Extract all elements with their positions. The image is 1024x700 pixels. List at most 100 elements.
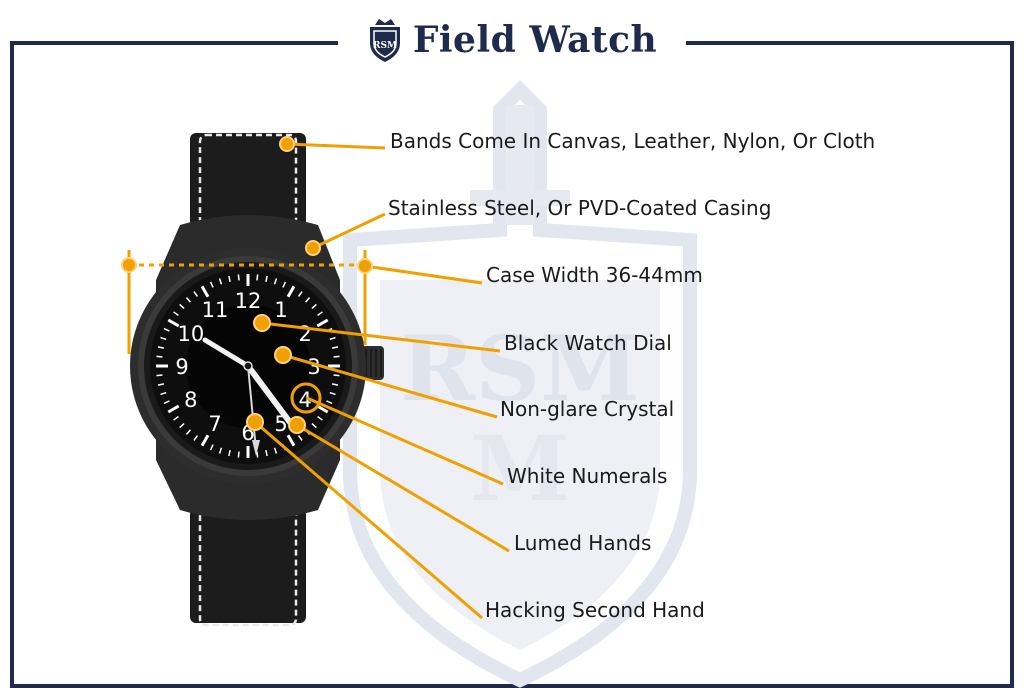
dial-tick: [209, 444, 214, 451]
callout-second-hand: Hacking Second Hand: [485, 598, 705, 622]
page-title: Field Watch: [412, 19, 658, 61]
dial-tick: [317, 415, 323, 421]
dial-tick: [173, 311, 179, 317]
dial-tick: [179, 422, 185, 429]
dial-tick: [273, 278, 278, 285]
dial-tick: [193, 435, 199, 441]
dial-tick: [286, 434, 296, 447]
dial-tick: [179, 303, 185, 310]
title-bar: RSM Field Watch: [362, 10, 662, 70]
center-cap: [243, 361, 253, 371]
dial-tick: [333, 374, 340, 377]
watermark-shield-icon: [343, 80, 697, 688]
dial-tick: [185, 429, 192, 435]
dial-tick: [317, 311, 323, 317]
dial-tick: [209, 281, 214, 288]
dial-numeral: 10: [177, 322, 204, 346]
dial-tick: [228, 449, 231, 457]
top-strap-stitch: [198, 133, 298, 232]
marker-casing: [305, 240, 321, 256]
dial-tick: [157, 383, 165, 386]
callout-numerals: White Numerals: [507, 464, 668, 488]
watermark-initials-bottom: M: [470, 416, 570, 522]
bottom-strap: [190, 485, 306, 623]
dial-tick: [265, 449, 268, 457]
marker-width-right: [357, 258, 373, 274]
minute-ticks: [156, 274, 340, 458]
dial-tick: [331, 383, 339, 386]
dial-tick: [156, 374, 163, 377]
dial-numeral: 7: [208, 412, 221, 436]
dial-tick: [163, 400, 170, 405]
dial-numeral: 12: [235, 289, 262, 313]
callout-casing: Stainless Steel, Or PVD-Coated Casing: [388, 196, 772, 220]
dial-tick: [228, 275, 231, 283]
dial-numeral: 3: [307, 355, 320, 379]
callout-dial: Black Watch Dial: [504, 331, 672, 355]
dial-tick: [286, 285, 296, 298]
dial-tick: [329, 391, 336, 396]
dial-tick: [297, 435, 303, 441]
dial-tick: [160, 391, 167, 396]
dial-tick: [173, 415, 179, 421]
dial-tick: [316, 318, 329, 328]
dial-tick: [304, 297, 311, 303]
callout-crystal: Non-glare Crystal: [500, 397, 675, 421]
dial-tick: [218, 447, 223, 454]
dial-tick: [316, 404, 329, 414]
dial-tick: [200, 434, 210, 447]
marker-numerals-ring: [290, 382, 322, 414]
dial-numeral: 9: [175, 355, 188, 379]
dial-tick: [273, 447, 278, 454]
dial-numeral: 4: [298, 388, 311, 412]
svg-text:RSM: RSM: [373, 41, 397, 51]
dial-tick: [237, 274, 240, 281]
minute-hand: [245, 363, 295, 428]
frame: [10, 41, 1014, 688]
dial-numeral: 11: [202, 298, 229, 322]
dial-tick: [265, 275, 268, 283]
dial-tick: [157, 346, 165, 349]
leader-lines: [254, 142, 510, 620]
marker-crystal: [274, 346, 292, 364]
marker-second-hand: [246, 413, 264, 431]
callout-case-width: Case Width 36-44mm: [486, 263, 703, 287]
second-hand: [247, 365, 257, 451]
dial-tick: [329, 336, 336, 341]
dial-tick: [256, 451, 259, 458]
dial-numeral: 2: [298, 322, 311, 346]
crown: [362, 346, 384, 380]
dial-tick: [160, 336, 167, 341]
dial-numeral: 8: [184, 388, 197, 412]
dial-tick: [256, 274, 259, 281]
dial-tick: [167, 404, 180, 414]
marker-width-left: [121, 257, 137, 273]
watermark-initials-top: RSM: [400, 316, 639, 422]
dial-tick: [237, 451, 240, 458]
dial-tick: [156, 355, 163, 358]
dial-tick: [331, 346, 339, 349]
marker-dots: [121, 136, 373, 434]
dial-tick: [185, 297, 192, 303]
dial-tick: [333, 355, 340, 358]
callout-bands: Bands Come In Canvas, Leather, Nylon, Or…: [390, 129, 876, 153]
dial-tick: [297, 291, 303, 297]
dial-tick: [311, 422, 317, 429]
dial-tick: [200, 285, 210, 298]
dial-tick: [282, 281, 287, 288]
dial-tick: [326, 400, 333, 405]
marker-hands: [288, 416, 306, 434]
dial-tick: [163, 327, 170, 332]
crest-icon: RSM: [369, 19, 400, 62]
hour-hand: [202, 337, 251, 369]
callout-hands: Lumed Hands: [514, 531, 652, 555]
marker-bands: [279, 136, 295, 152]
marker-dial: [253, 314, 271, 332]
dial-tick: [193, 291, 199, 297]
dial-numeral: 1: [274, 298, 287, 322]
dial-tick: [218, 278, 223, 285]
dial-tick: [311, 303, 317, 310]
dial-tick: [167, 318, 180, 328]
